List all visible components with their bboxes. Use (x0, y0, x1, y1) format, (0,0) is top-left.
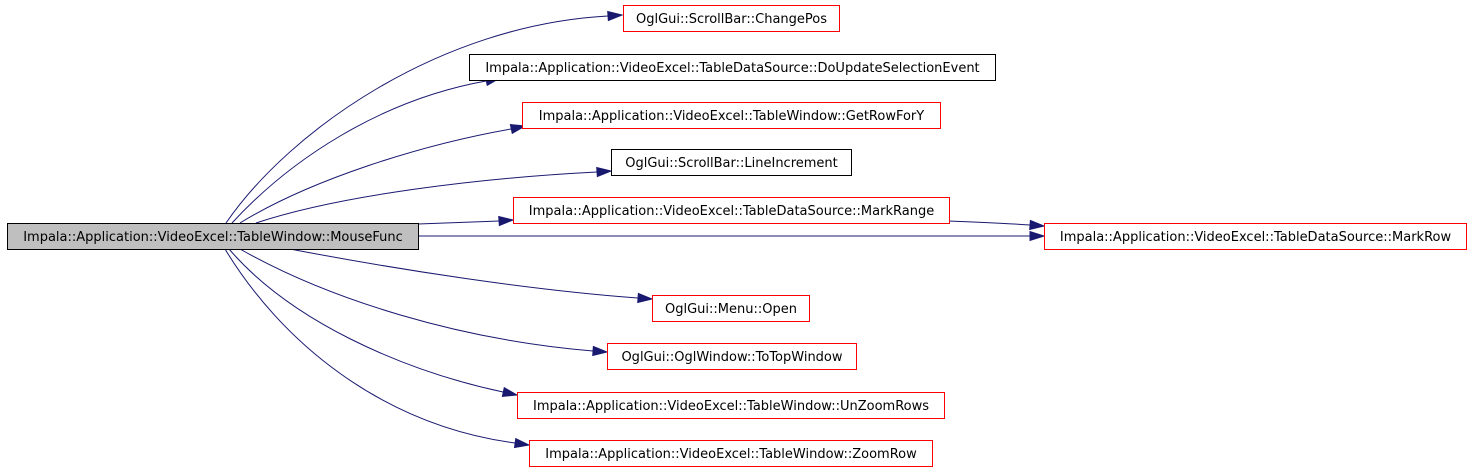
edges-layer (224, 10, 1046, 449)
arrowhead-root-to-zoomrow (513, 437, 531, 449)
arrowhead-root-to-unzoom (501, 386, 519, 398)
nodes-layer: Impala::Application::VideoExcel::TableWi… (7, 5, 1467, 467)
edge-root-to-unzoom (228, 248, 504, 393)
node-label-getrowfory: Impala::Application::VideoExcel::TableWi… (539, 109, 925, 124)
node-root: Impala::Application::VideoExcel::TableWi… (7, 223, 419, 250)
node-box-zoomrow (529, 440, 933, 467)
node-markrange[interactable]: Impala::Application::VideoExcel::TableDa… (513, 197, 950, 224)
node-label-markrow: Impala::Application::VideoExcel::TableDa… (1060, 230, 1452, 245)
node-getrowfory[interactable]: Impala::Application::VideoExcel::TableWi… (522, 102, 941, 129)
node-totop[interactable]: OglGui::OglWindow::ToTopWindow (607, 343, 857, 370)
edge-root-to-changepos (225, 15, 609, 224)
node-label-lineinc: OglGui::ScrollBar::LineIncrement (625, 156, 838, 171)
node-box-open (652, 295, 810, 322)
node-label-zoomrow: Impala::Application::VideoExcel::TableWi… (545, 447, 917, 462)
arrowhead-root-to-open (637, 292, 654, 304)
edge-root-to-doupdate (231, 80, 487, 224)
node-box-totop (607, 343, 857, 370)
arrowhead-root-to-lineinc (596, 166, 613, 178)
node-box-unzoom (517, 392, 945, 419)
node-box-lineinc (611, 149, 852, 176)
node-label-root: Impala::Application::VideoExcel::TableWi… (23, 230, 403, 245)
node-label-open: OglGui::Menu::Open (665, 302, 797, 317)
node-box-doupdate (469, 54, 996, 81)
node-doupdate: Impala::Application::VideoExcel::TableDa… (469, 54, 996, 81)
edge-markrange-to-markrow (948, 220, 1031, 226)
arrowhead-root-to-markrange (498, 215, 515, 227)
arrowhead-root-to-getrowfory (509, 123, 527, 135)
node-open[interactable]: OglGui::Menu::Open (652, 295, 810, 322)
node-label-changepos: OglGui::ScrollBar::ChangePos (636, 12, 827, 27)
edge-root-to-zoomrow (224, 248, 516, 444)
node-box-markrange (513, 197, 950, 224)
node-box-root (7, 223, 419, 250)
node-label-unzoom: Impala::Application::VideoExcel::TableWi… (533, 399, 929, 414)
node-box-markrow (1044, 223, 1467, 250)
node-label-doupdate: Impala::Application::VideoExcel::TableDa… (485, 61, 979, 76)
node-box-changepos (623, 5, 840, 32)
edge-root-to-open (289, 248, 639, 299)
arrowhead-root-to-totop (592, 345, 609, 357)
arrowhead-root-to-markrow (1029, 230, 1046, 242)
arrowhead-root-to-changepos (607, 10, 624, 22)
edge-root-to-markrange (417, 220, 500, 225)
node-label-totop: OglGui::OglWindow::ToTopWindow (621, 350, 842, 365)
node-zoomrow[interactable]: Impala::Application::VideoExcel::TableWi… (529, 440, 933, 467)
edge-root-to-totop (239, 248, 594, 352)
node-box-getrowfory (522, 102, 941, 129)
node-markrow[interactable]: Impala::Application::VideoExcel::TableDa… (1044, 223, 1467, 250)
node-changepos[interactable]: OglGui::ScrollBar::ChangePos (623, 5, 840, 32)
edge-root-to-lineinc (255, 171, 598, 224)
node-unzoom[interactable]: Impala::Application::VideoExcel::TableWi… (517, 392, 945, 419)
arrowhead-markrange-to-markrow (1029, 219, 1046, 231)
node-label-markrange: Impala::Application::VideoExcel::TableDa… (529, 204, 934, 219)
node-lineinc: OglGui::ScrollBar::LineIncrement (611, 149, 852, 176)
edge-root-to-getrowfory (239, 128, 512, 224)
